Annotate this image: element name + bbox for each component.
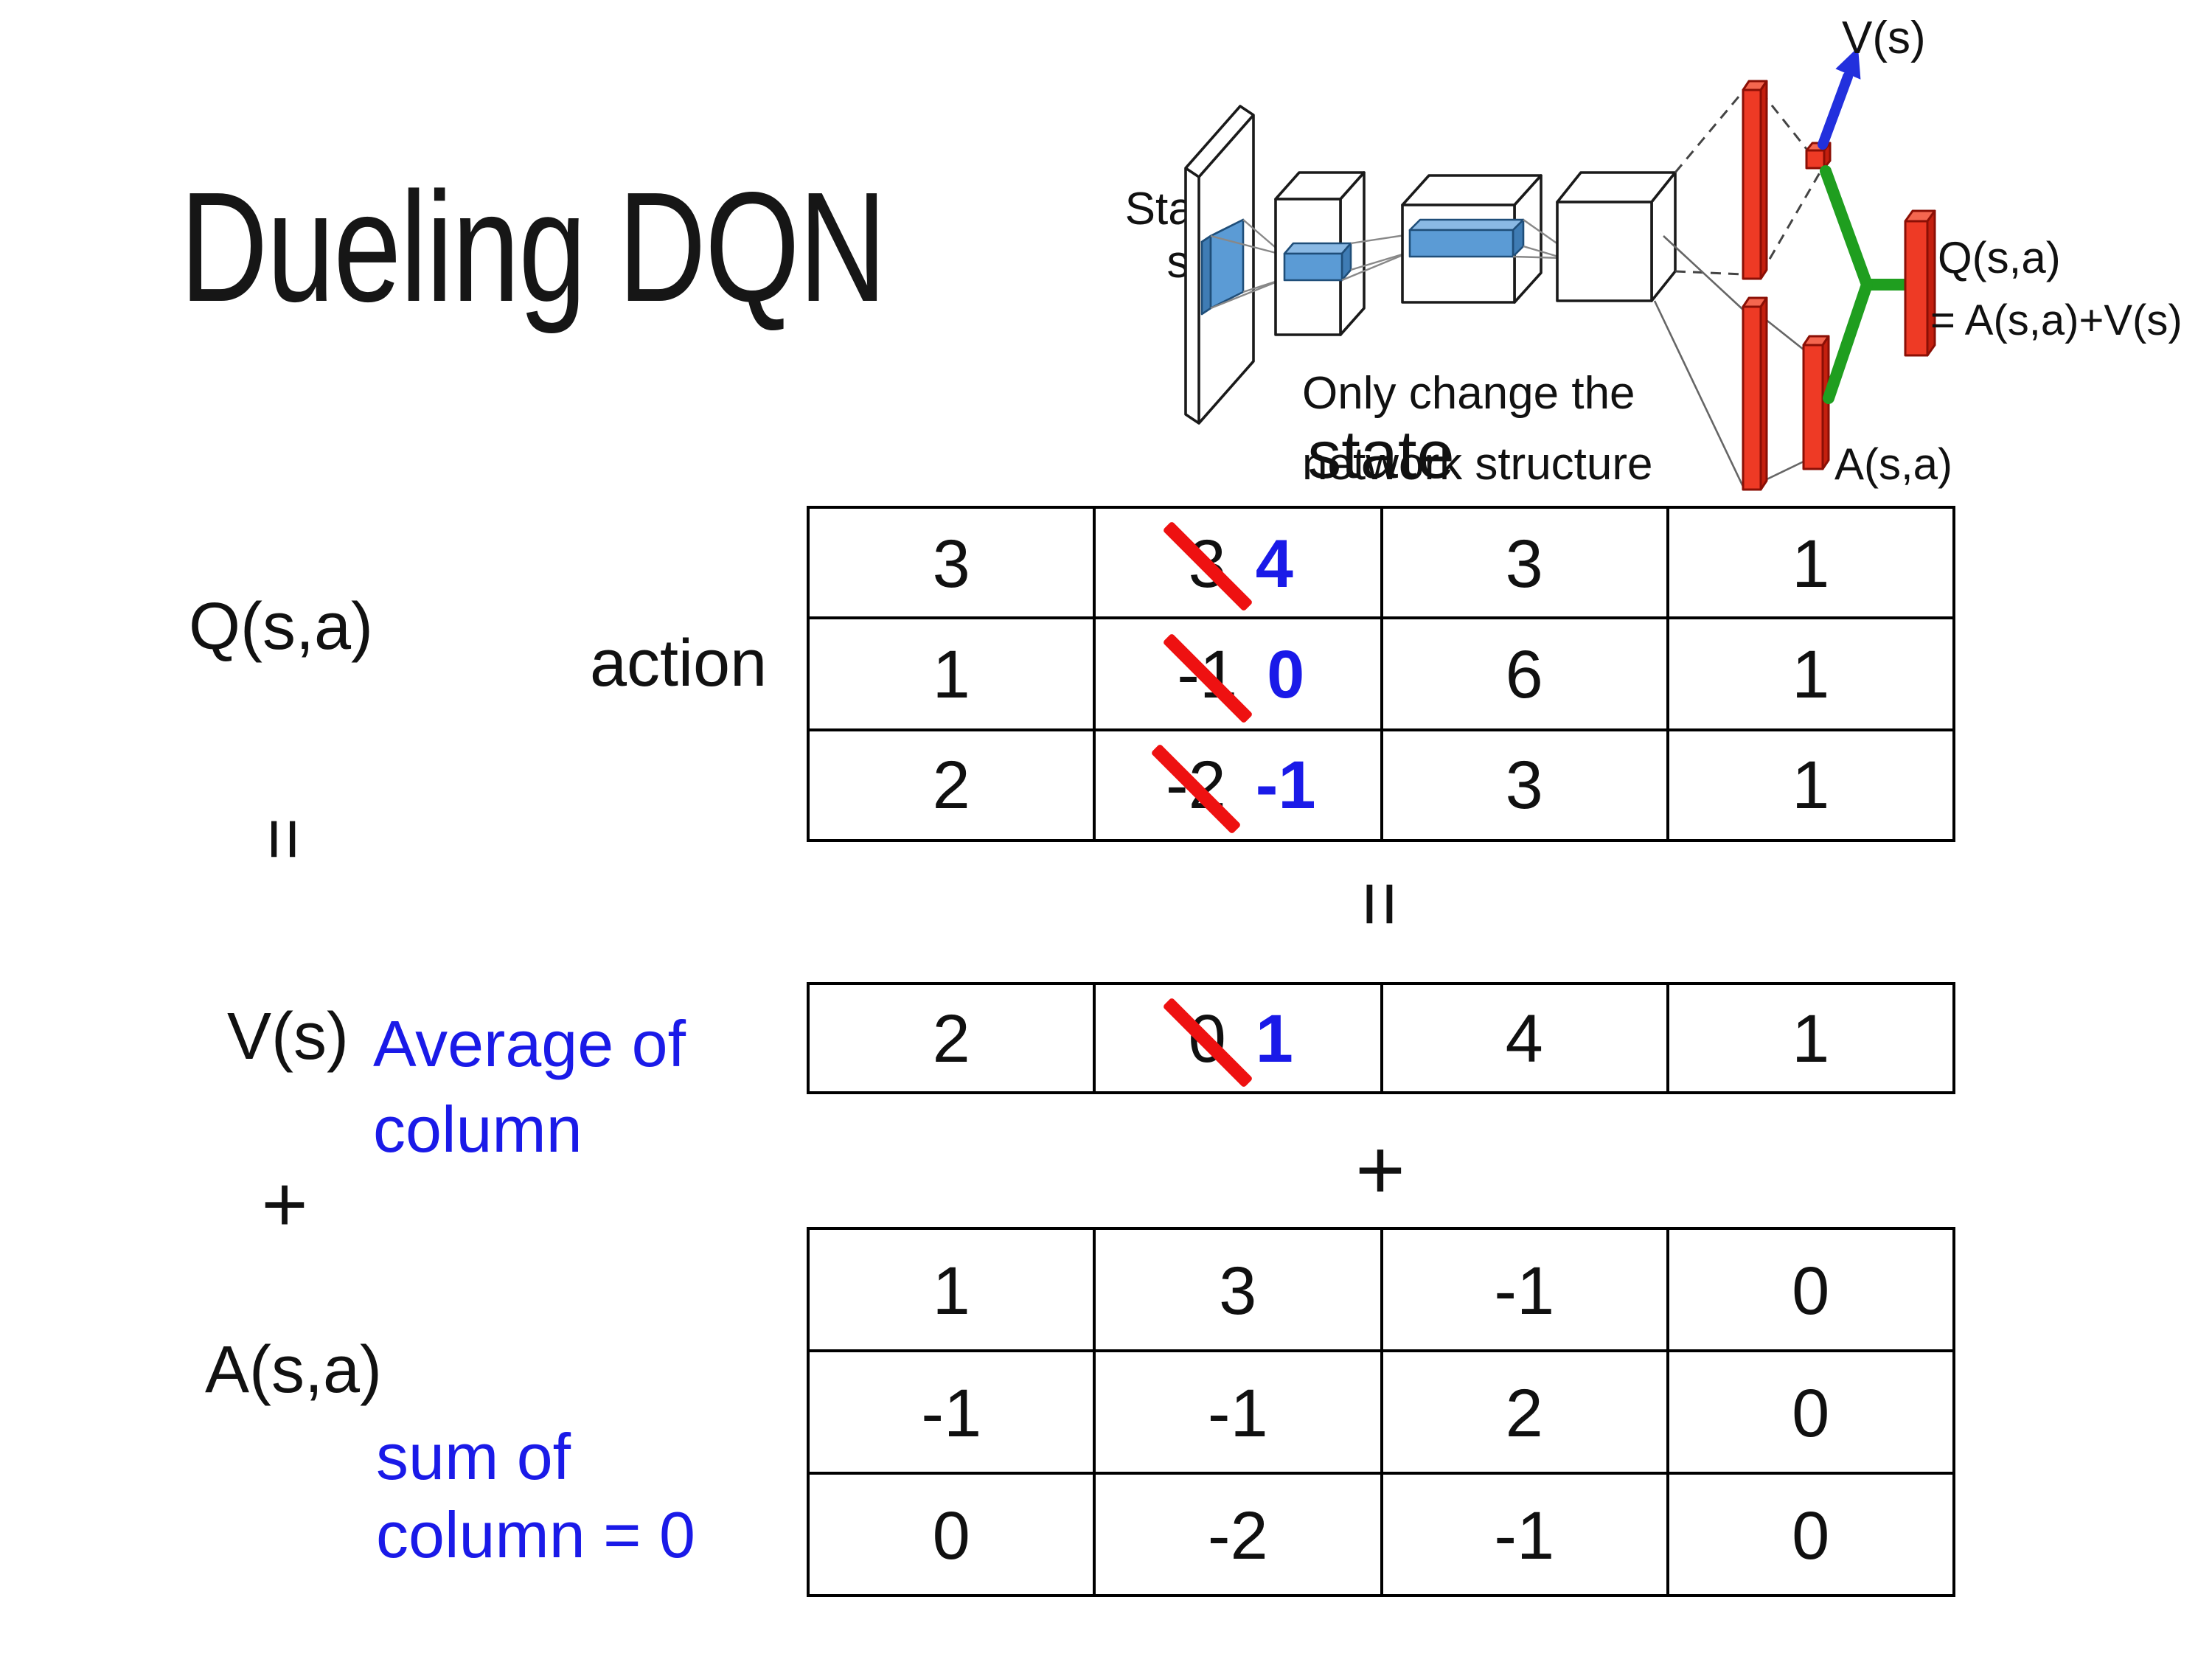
fc-bar-advantage-1 xyxy=(1742,296,1768,491)
table-row: 2 -2-1 3 1 xyxy=(810,728,1952,839)
action-axis-label: action xyxy=(590,625,768,700)
a-cell: 2 xyxy=(1380,1352,1666,1472)
q-cell: 2 xyxy=(932,746,970,824)
q-cell-corrected: 34 xyxy=(1093,509,1380,617)
v-cell: 2 xyxy=(932,1000,970,1077)
a-cell: 3 xyxy=(1093,1230,1380,1349)
v-cell-corrected: 01 xyxy=(1093,985,1380,1091)
a-cell: -1 xyxy=(921,1374,982,1450)
q-function-label: Q(s,a) xyxy=(189,588,374,664)
fc-bar-value xyxy=(1742,80,1768,280)
q-cell: 6 xyxy=(1380,619,1666,728)
table-row: 2 01 4 1 xyxy=(810,985,1952,1091)
a-cell: 0 xyxy=(1666,1475,1953,1594)
q-cell-corrected: -10 xyxy=(1093,619,1380,728)
average-of-column-note: Average of column xyxy=(373,1009,686,1166)
feature-slab-icon xyxy=(1408,218,1525,258)
table-row: 1 -10 6 1 xyxy=(810,616,1953,728)
merge-links xyxy=(1820,165,1911,404)
q-table: 3 34 3 1 1 -10 6 1 2 -2-1 3 1 xyxy=(807,506,1955,842)
q-cell: 1 xyxy=(1666,619,1953,728)
q-cell: 3 xyxy=(932,524,970,602)
table-row: 0 -2 -1 0 xyxy=(810,1472,1952,1594)
advantage-stream-links xyxy=(1653,235,1804,487)
a-cell: 0 xyxy=(1666,1230,1953,1349)
page-title: Dueling DQN xyxy=(180,161,887,335)
q-cell: 1 xyxy=(1666,731,1953,839)
advantage-function-label: A(s,a) xyxy=(205,1332,383,1407)
fc-bar-advantage-2 xyxy=(1802,335,1830,470)
table-row: 1 3 -1 0 xyxy=(810,1230,1952,1349)
a-cell: 0 xyxy=(1666,1352,1953,1472)
q-cell: 3 xyxy=(1380,509,1666,617)
q-cell: 3 xyxy=(1380,731,1666,839)
diagram-q-label-line1: Q(s,a) xyxy=(1938,233,2061,282)
fc-box-shape xyxy=(1556,171,1677,302)
q-cell: 1 xyxy=(932,635,970,712)
equals-sign-center: = xyxy=(1335,880,1425,928)
a-table: 1 3 -1 0 -1 -1 2 0 0 -2 -1 0 xyxy=(807,1227,1955,1597)
value-stream-links xyxy=(1674,91,1826,276)
diagram-v-label: V(s) xyxy=(1842,13,1926,63)
a-cell: -1 xyxy=(1093,1352,1380,1472)
plus-sign-center: + xyxy=(1355,1122,1405,1218)
diagram-note-line2: network structure xyxy=(1302,439,1653,490)
table-row: -1 -1 2 0 xyxy=(810,1349,1952,1472)
table-row: 3 34 3 1 xyxy=(810,509,1952,617)
state-axis-label: state xyxy=(1307,416,1455,493)
q-output-bar xyxy=(1904,209,1936,357)
diagram-q-label-line2: = A(s,a)+V(s) xyxy=(1930,296,2183,344)
sum-of-column-note: sum of column = 0 xyxy=(376,1422,695,1572)
q-cell: 1 xyxy=(1666,509,1953,617)
a-cell: 0 xyxy=(932,1496,970,1573)
plus-sign-left: + xyxy=(261,1161,308,1249)
q-cell-corrected: -2-1 xyxy=(1093,731,1380,839)
v-table: 2 01 4 1 xyxy=(807,982,1955,1094)
feature-slab-icon xyxy=(1283,242,1352,282)
v-cell: 1 xyxy=(1666,985,1953,1091)
value-function-label: V(s) xyxy=(227,998,349,1074)
dueling-network-diagram: State s xyxy=(1125,13,2183,491)
value-arrow-icon xyxy=(1818,47,1861,150)
a-cell: -1 xyxy=(1380,1230,1666,1349)
a-cell: 1 xyxy=(932,1251,970,1328)
equals-sign-left: = xyxy=(243,817,326,861)
a-cell: -2 xyxy=(1093,1475,1380,1594)
diagram-note-line1: Only change the xyxy=(1302,368,1635,419)
a-cell: -1 xyxy=(1380,1475,1666,1594)
v-cell: 4 xyxy=(1380,985,1666,1091)
diagram-a-label: A(s,a) xyxy=(1834,439,1952,489)
connection-lines xyxy=(1341,233,1411,282)
